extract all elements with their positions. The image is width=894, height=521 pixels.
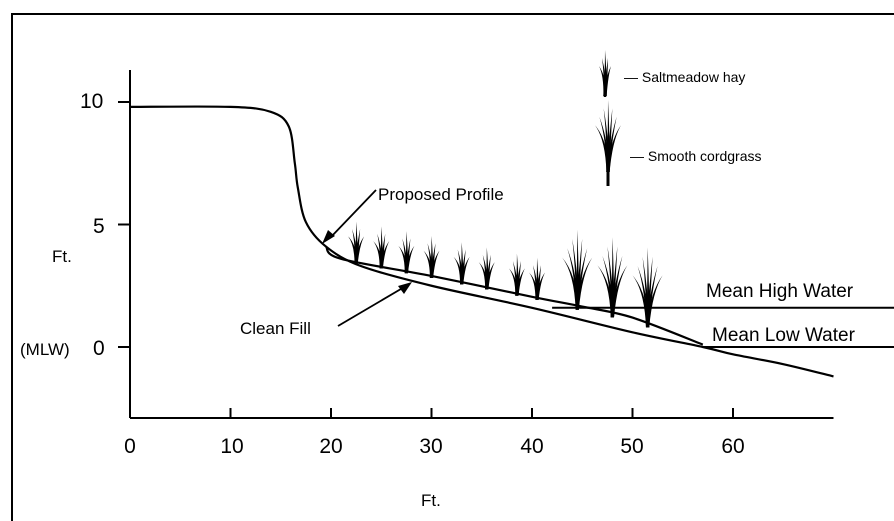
proposed-profile-line [325,245,704,346]
smooth-cordgrass-plant [632,247,663,328]
y-tick-10: 10 [80,90,103,113]
leaf [645,275,663,328]
y-axis-mlw-label: (MLW) [20,340,70,359]
x-tick-30: 30 [419,435,442,458]
mean-high-water-label: Mean High Water [706,281,854,302]
saltmeadow-hay-plant [348,221,365,264]
y-tick-0: 0 [93,337,105,360]
leaf [404,238,411,274]
leaf [429,243,436,278]
leaf [379,233,386,269]
clean-fill-label: Clean Fill [240,319,311,338]
saltmeadow-hay-plant [373,226,390,269]
saltmeadow-hay-plant [398,231,415,274]
proposed-profile-leader [329,189,377,239]
leaf [535,265,542,300]
existing-profile-line [129,105,834,378]
x-tick-20: 20 [319,435,342,458]
clean-fill-leader [337,285,407,327]
saltmeadow-hay-plant [453,242,470,285]
smooth-cordgrass-plant [562,229,593,310]
leaf [354,236,365,264]
leaf [515,261,521,296]
saltmeadow-hay-plant [478,247,495,290]
leaf [429,250,440,278]
y-axis-title: Ft. [52,247,72,266]
plants [348,50,663,328]
leaf [606,125,621,172]
proposed-profile-arrowhead [322,230,335,244]
saltmeadow-hay-plant [529,257,546,300]
profile-curves [129,105,894,378]
leaf [645,256,653,328]
x-axis-title: Ft. [421,491,441,510]
proposed-profile-label: Proposed Profile [378,185,504,204]
leaf [379,241,390,269]
axes [118,70,834,419]
figure-frame [11,13,894,521]
mean-low-water-label: Mean Low Water [712,325,856,346]
x-tick-0: 0 [124,435,136,458]
leaf [460,256,470,285]
figure-border [11,13,894,521]
leaf [610,246,618,318]
legend-smooth-cordgrass-label: — Smooth cordgrass [630,148,762,164]
leaf [460,249,466,285]
leaf [575,238,583,310]
leaf [610,265,628,318]
leaf [595,125,610,172]
x-tick-40: 40 [520,435,543,458]
leaf [485,254,491,290]
saltmeadow-hay-plant [508,253,525,296]
smooth-cordgrass-plant [597,237,628,318]
leaf [575,257,593,310]
leaf [535,272,546,300]
leaf [485,262,495,290]
x-tick-10: 10 [220,435,243,458]
clean-fill-arrowhead [398,282,412,294]
leaf [354,229,361,264]
x-tick-60: 60 [721,435,744,458]
leaf [404,245,415,274]
x-tick-50: 50 [620,435,643,458]
legend-saltmeadow-hay-label: — Saltmeadow hay [624,69,745,85]
y-tick-5: 5 [93,215,105,238]
saltmeadow-hay-plant [423,235,440,278]
leaf [515,268,525,296]
